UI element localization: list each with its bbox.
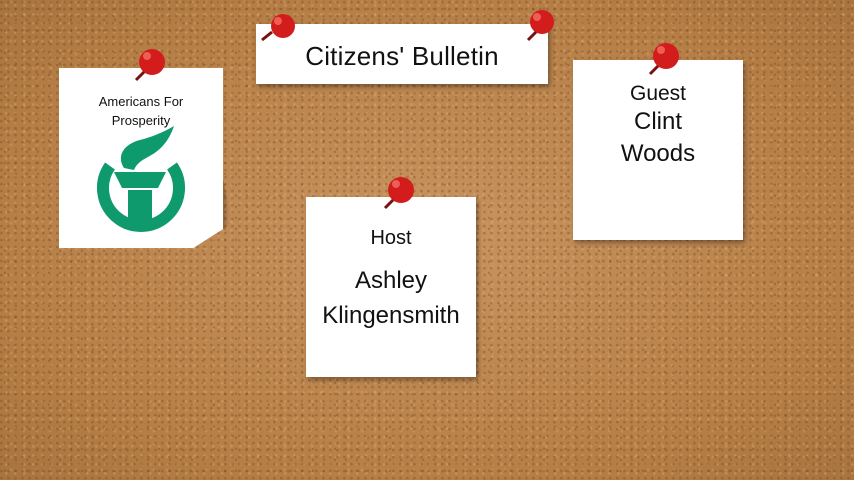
pushpin-icon (134, 49, 165, 82)
organization-note: Americans For Prosperity (59, 68, 223, 248)
pushpin-icon (261, 14, 295, 42)
title-note: Citizens' Bulletin (256, 24, 548, 84)
bulletin-title: Citizens' Bulletin (305, 40, 499, 71)
host-name: Ashley Klingensmith (322, 267, 460, 329)
guest-note: Guest Clint Woods (573, 60, 743, 240)
pushpin-icon (648, 43, 679, 76)
host-label: Host (370, 227, 412, 249)
pushpin-icon (526, 10, 554, 42)
host-note: Host Ashley Klingensmith (306, 197, 476, 377)
organization-name: Americans For Prosperity (98, 94, 184, 128)
guest-label: Guest (629, 82, 687, 105)
pushpin-icon (383, 177, 414, 210)
guest-name: Clint Woods (620, 108, 696, 167)
torch-logo-icon (97, 126, 185, 232)
